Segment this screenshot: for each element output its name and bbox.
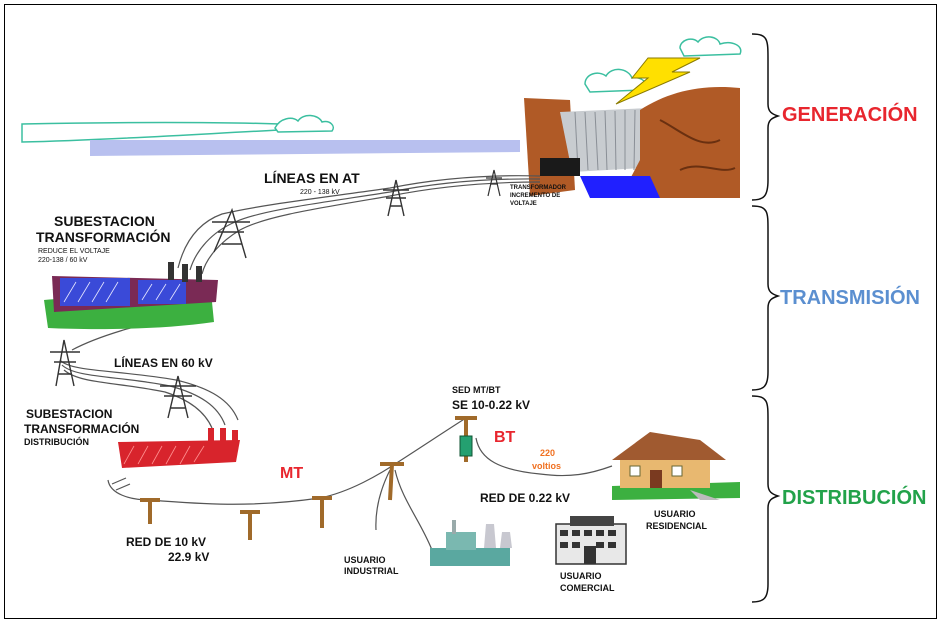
commercial-user-label-1: USUARIO (560, 571, 602, 581)
distribution-substation-title-2: TRANSFORMACIÓN (24, 422, 140, 436)
red-022kv-label: RED DE 0.22 kV (480, 491, 571, 505)
house-icon (612, 432, 740, 500)
distribution-substation-icon (118, 428, 240, 468)
voltage-220-label: 220 (540, 448, 556, 458)
tower-icon (383, 179, 409, 217)
cloud-icon (679, 36, 742, 57)
distribution-substation-title-3: DISTRIBUCIÓN (24, 437, 89, 447)
cloud-icon (274, 114, 334, 133)
lightning-icon (615, 57, 701, 105)
industrial-user-label-2: INDUSTRIAL (344, 566, 399, 576)
mt-distribution-line (107, 417, 613, 551)
mt-label: MT (280, 465, 304, 482)
transformer-label-1: TRANSFORMADOR (510, 185, 566, 191)
voltage-220-unit: voltios (532, 461, 562, 471)
commercial-user-label-2: COMERCIAL (560, 583, 615, 593)
transformer-label-3: VOLTAJE (510, 201, 537, 207)
transmission-substation-title-2: TRANSFORMACIÓN (36, 229, 171, 245)
pole-icon (240, 510, 260, 540)
tower-icon (486, 169, 502, 197)
section-distribution-label: DISTRIBUCIÓN (782, 487, 927, 509)
pole-transformer-icon (459, 435, 473, 457)
office-building-icon (555, 516, 627, 565)
industrial-user-label-1: USUARIO (344, 555, 386, 565)
pole-icon (380, 462, 404, 501)
lines-60kv-label: LÍNEAS EN 60 kV (114, 356, 213, 370)
section-brackets (751, 33, 781, 603)
transmission-substation-note-1: REDUCE EL VOLTAJE (38, 248, 110, 255)
storm-clouds (584, 36, 742, 105)
transformer-label-2: INCREMENTO DE (510, 193, 561, 199)
section-generation-label: GENERACIÓN (782, 104, 918, 126)
distribution-substation-title-1: SUBESTACION (26, 407, 113, 421)
pole-icon (312, 496, 332, 528)
bt-label: BT (494, 429, 516, 446)
sed-label: SED MT/BT (452, 385, 501, 395)
red-10kv-label: RED DE 10 kV (126, 535, 207, 549)
hydro-dam-illustration (524, 86, 740, 198)
tower-icon (50, 339, 80, 387)
horizon-band (21, 114, 520, 156)
red-229kv-label: 22.9 kV (168, 550, 210, 564)
tower-icon (212, 207, 250, 259)
transmission-substation-note-2: 220-138 / 60 kV (38, 257, 88, 264)
residential-user-label-2: RESIDENCIAL (646, 521, 708, 531)
transmission-substation-title-1: SUBESTACION (54, 213, 155, 229)
section-transmission-label: TRANSMISIÓN (780, 287, 920, 309)
residential-user-label-1: USUARIO (654, 509, 696, 519)
lines-at-label: LÍNEAS EN AT (264, 170, 360, 186)
tower-icon (160, 375, 196, 419)
transmission-substation-icon (44, 262, 218, 330)
lines-at-voltage: 220 - 138 kV (300, 189, 340, 196)
sed-voltage-label: SE 10-0.22 kV (452, 398, 531, 412)
factory-icon (430, 520, 512, 566)
pole-icon (140, 498, 160, 524)
